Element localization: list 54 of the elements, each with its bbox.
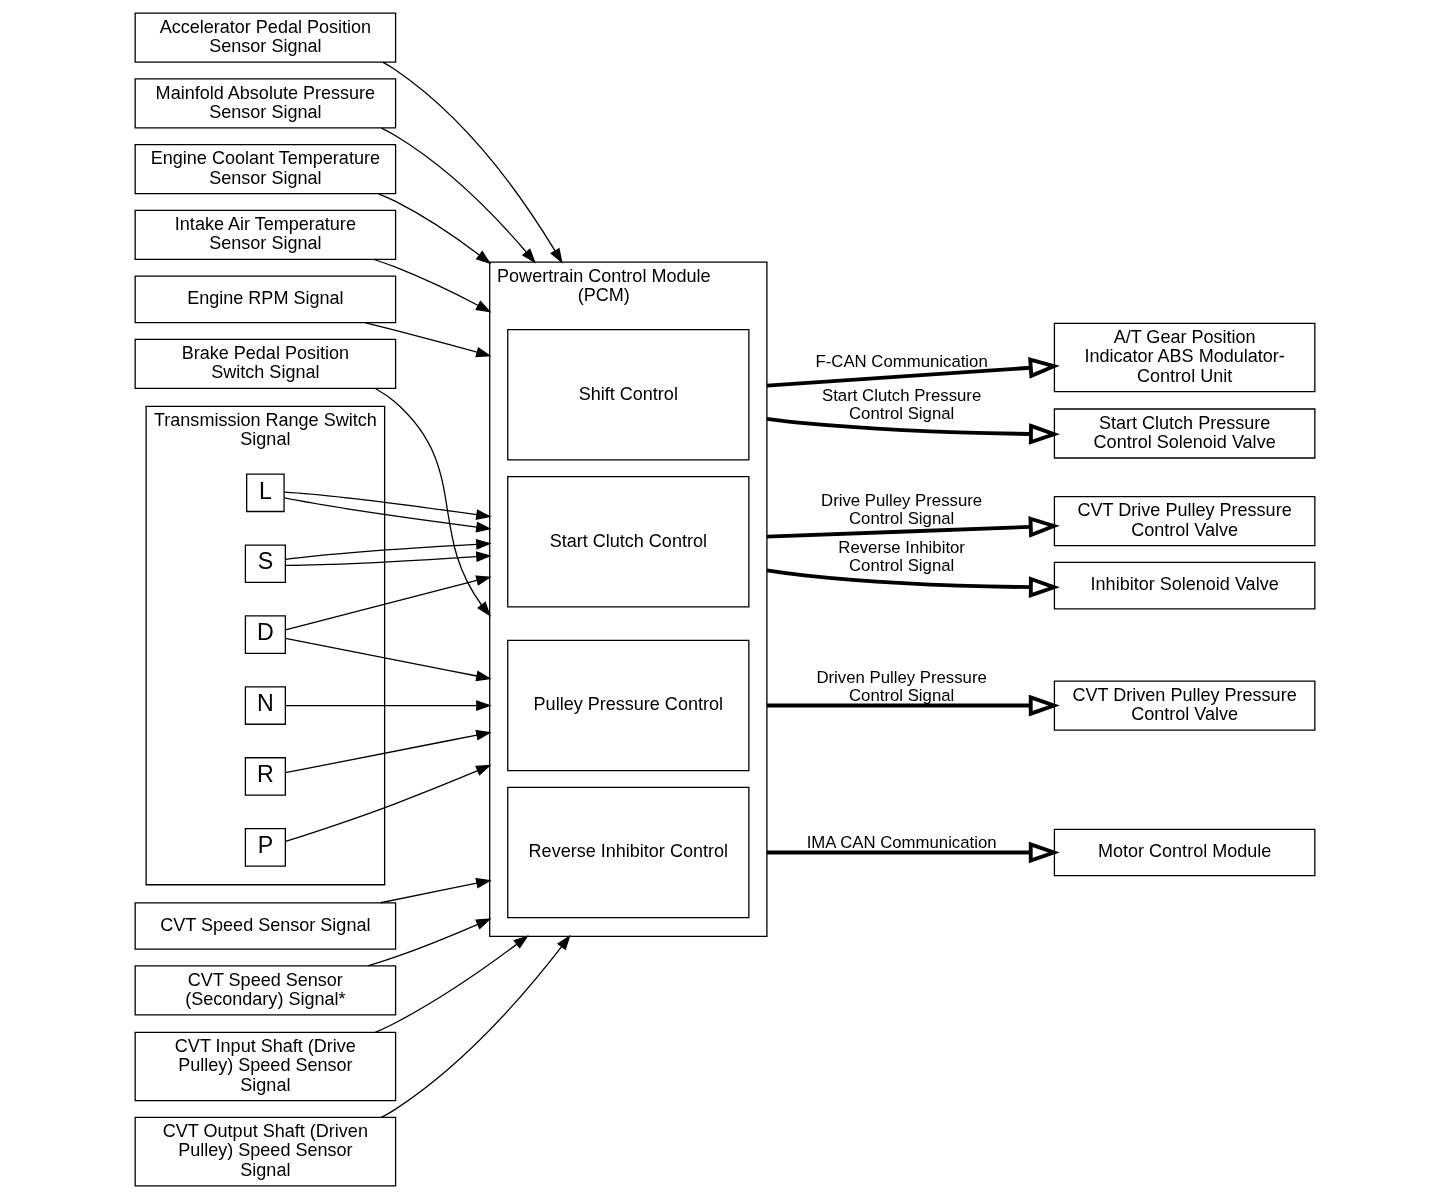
- arrow: [374, 935, 529, 1033]
- arrow: [374, 387, 491, 617]
- node-box: D: [244, 615, 286, 654]
- arrow: [380, 934, 571, 1119]
- edge-label: Start Clutch Pressure Control Signal: [822, 385, 982, 423]
- arrow: [284, 637, 492, 682]
- node-box: Start Clutch Control: [507, 476, 750, 608]
- node-box: Start Clutch Pressure Control Solenoid Valve: [1053, 408, 1316, 459]
- node-box: CVT Drive Pulley Pressure Control Valve: [1053, 496, 1316, 547]
- arrow: [766, 841, 1060, 864]
- node-box: CVT Driven Pulley Pressure Control Valve: [1053, 680, 1316, 731]
- arrow: [766, 417, 1060, 445]
- arrow: [766, 694, 1060, 717]
- node-box: P: [244, 828, 286, 867]
- arrow: [284, 538, 492, 560]
- arrow: [284, 575, 492, 631]
- arrow: [284, 551, 492, 566]
- edge-label: IMA CAN Communication: [806, 832, 997, 852]
- node-box: Engine RPM Signal: [134, 275, 397, 324]
- node-box: Brake Pedal Position Switch Signal: [134, 338, 397, 390]
- edge-label: Reverse Inhibitor Control Signal: [838, 537, 965, 575]
- arrow: [380, 127, 536, 264]
- arrow: [380, 877, 492, 904]
- node-box: Engine Coolant Temperature Sensor Signal: [134, 144, 397, 195]
- arrow: [766, 568, 1060, 598]
- node-box: Intake Air Temperature Sensor Signal: [134, 209, 397, 261]
- arrow: [766, 357, 1060, 388]
- edge-label: F-CAN Communication: [815, 351, 988, 371]
- edge-label: Driven Pulley Pressure Control Signal: [816, 667, 987, 705]
- arrow: [283, 491, 492, 520]
- arrow: [284, 700, 492, 711]
- node-box: S: [244, 544, 286, 584]
- node-box: A/T Gear Position Indicator ABS Modulator-Control Unit: [1053, 322, 1316, 393]
- arrow: [284, 764, 492, 843]
- edge-label: Drive Pulley Pressure Control Signal: [821, 491, 983, 529]
- node-box: N: [244, 686, 286, 725]
- arrow: [283, 497, 492, 533]
- node-box: Accelerator Pedal Position Sensor Signal: [134, 12, 397, 63]
- arrow: [766, 516, 1060, 539]
- node-box: R: [244, 757, 286, 796]
- node-box: Reverse Inhibitor Control: [507, 786, 750, 919]
- node-box: Mainfold Absolute Pressure Sensor Signal: [134, 78, 397, 129]
- arrow: [284, 729, 492, 774]
- node-box: Pulley Pressure Control: [507, 639, 750, 772]
- node-box: L: [246, 473, 285, 513]
- node-box: Inhibitor Solenoid Valve: [1053, 561, 1316, 610]
- arrow: [382, 61, 563, 264]
- node-box: CVT Input Shaft (Drive Pulley) Speed Sensor Signal: [134, 1031, 397, 1102]
- arrow: [377, 193, 492, 265]
- node-box: Motor Control Module: [1053, 828, 1316, 877]
- node-box: CVT Output Shaft (Driven Pulley) Speed Sensor Signal: [134, 1116, 397, 1187]
- node-box: Shift Control: [507, 329, 750, 461]
- node-box: CVT Speed Sensor (Secondary) Signal*: [134, 965, 397, 1016]
- node-box: CVT Speed Sensor Signal: [134, 902, 397, 950]
